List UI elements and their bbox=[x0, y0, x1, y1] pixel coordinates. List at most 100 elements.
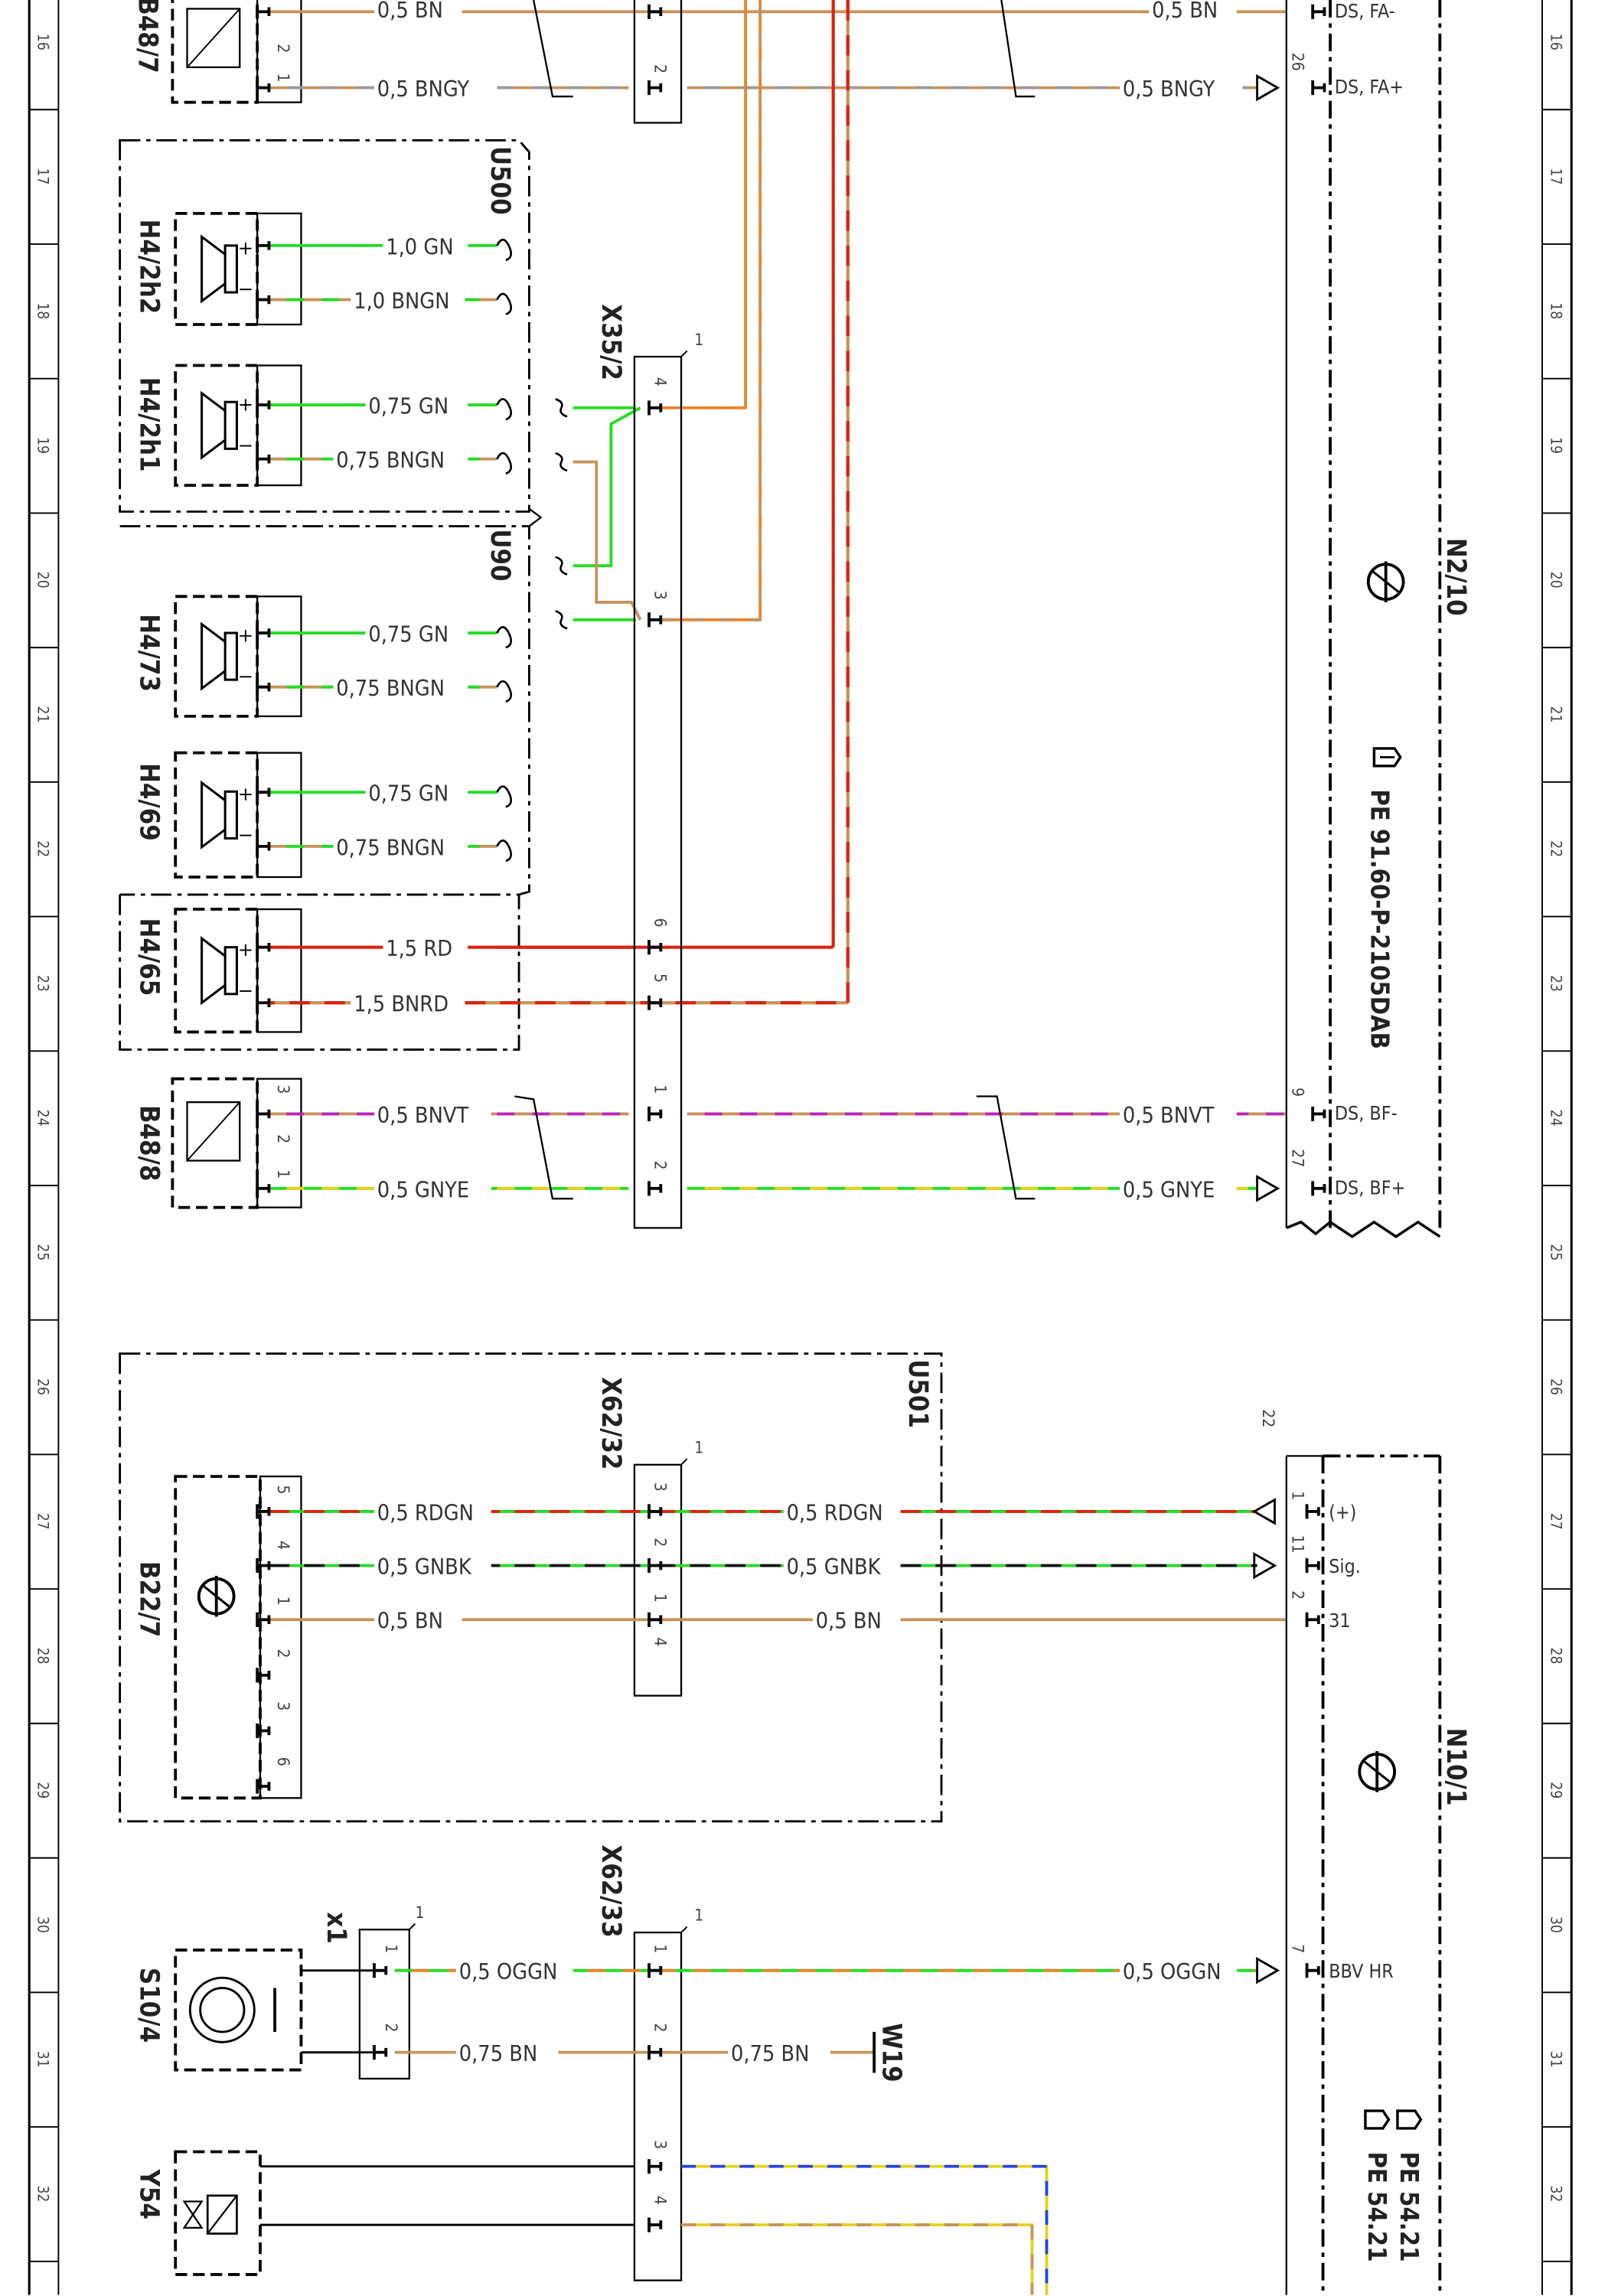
pin-3: 3 bbox=[651, 1482, 670, 1492]
wire-label: 0,5 RDGN bbox=[787, 1499, 883, 1525]
pin-terminal bbox=[256, 1612, 271, 1627]
row-number: 17 bbox=[34, 168, 52, 185]
pin-terminal bbox=[256, 1668, 271, 1683]
row-number: 27 bbox=[34, 1513, 52, 1530]
control-unit-symbol-icon bbox=[1358, 1751, 1397, 1792]
pin-terminal bbox=[1311, 4, 1326, 19]
pin-terminal bbox=[647, 1963, 663, 1978]
row-number: 28 bbox=[34, 1648, 52, 1665]
speaker-icon bbox=[174, 751, 302, 879]
row-number: 26 bbox=[1548, 1378, 1565, 1395]
b22-7-label: B22/7 bbox=[133, 1561, 164, 1637]
row-number: 25 bbox=[1548, 1244, 1565, 1261]
pin-terminal bbox=[647, 995, 663, 1010]
n2-10-label: N2/10 bbox=[1440, 538, 1471, 616]
pin-terminal bbox=[373, 1963, 388, 1978]
wire-label: 0,75 BN bbox=[459, 2040, 537, 2066]
pin-terminal bbox=[256, 1779, 271, 1794]
x35-2-connector: 1 X35/2 4 3 6 5 1 2 bbox=[595, 304, 703, 1229]
pin-terminal bbox=[256, 238, 271, 253]
pin-terminal bbox=[256, 625, 271, 641]
row-number: 24 bbox=[1548, 1110, 1565, 1127]
row-number: 22 bbox=[34, 840, 52, 857]
wire-label: 0,75 BN bbox=[731, 2040, 809, 2066]
pin-terminal bbox=[647, 1504, 663, 1519]
pin-31: 31 bbox=[1329, 1609, 1350, 1632]
wire-label: 1,5 RD bbox=[386, 935, 452, 961]
pin-2: 2 bbox=[651, 2023, 670, 2032]
wire-label: 0,5 BN bbox=[1152, 0, 1218, 23]
hand-pointer-icon bbox=[1364, 2109, 1423, 2130]
wire-label: 0,75 BNGN bbox=[336, 675, 445, 701]
wire-label: 0,5 GNYE bbox=[377, 1176, 469, 1202]
row-number: 18 bbox=[1548, 302, 1565, 319]
pin-5: 5 bbox=[651, 974, 670, 983]
pin-3: 3 bbox=[274, 1701, 293, 1711]
row-number: 25 bbox=[34, 1244, 52, 1261]
pin-6: 6 bbox=[274, 1757, 293, 1766]
pin-ds-bf-plus: DS, BF+ bbox=[1335, 1176, 1405, 1199]
row-number: 24 bbox=[34, 1110, 52, 1127]
wire-label: 1,0 GN bbox=[386, 233, 453, 259]
pin-terminal bbox=[647, 400, 663, 416]
pin-terminal bbox=[1311, 80, 1326, 96]
pin-terminal bbox=[647, 2159, 663, 2174]
row-number: 18 bbox=[34, 302, 52, 319]
pin-2: 2 bbox=[1288, 1590, 1307, 1600]
pin-26: 26 bbox=[1288, 53, 1307, 71]
wire-end-icon bbox=[496, 292, 513, 315]
h4-73-label: H4/73 bbox=[133, 614, 164, 692]
pin-1: 1 bbox=[651, 1084, 670, 1094]
wire-end-icon bbox=[496, 839, 513, 863]
pin-terminal bbox=[256, 1504, 271, 1519]
speaker-icon bbox=[174, 211, 302, 326]
wire-label: 0,5 OGGN bbox=[1123, 1958, 1221, 1985]
pin-terminal bbox=[647, 4, 663, 19]
row-number: 19 bbox=[34, 437, 52, 454]
pin-terminal bbox=[256, 1723, 271, 1738]
row-number: 29 bbox=[1548, 1782, 1565, 1799]
h4-65-group bbox=[119, 894, 520, 1051]
pin-terminal bbox=[256, 4, 271, 19]
wire-ends bbox=[496, 238, 568, 863]
wire-label: 1,0 BNGN bbox=[354, 288, 449, 314]
x62-33-connector: 1 X62/33 1 2 3 4 bbox=[595, 1844, 703, 2281]
pin-terminal bbox=[256, 784, 271, 800]
speakers bbox=[174, 211, 302, 1034]
pin-terminal bbox=[256, 292, 271, 308]
row-number: 29 bbox=[34, 1782, 52, 1799]
wire-end-icon bbox=[555, 398, 568, 418]
pin-7: 7 bbox=[1288, 1944, 1307, 1953]
pin-2: 2 bbox=[274, 44, 293, 53]
pin-2: 2 bbox=[382, 2023, 401, 2032]
u90-group: U90 bbox=[119, 507, 543, 896]
pin-terminal bbox=[1305, 1558, 1320, 1574]
pin-ds-fa-plus: DS, FA+ bbox=[1335, 76, 1404, 98]
h4-65-label: H4/65 bbox=[133, 918, 164, 996]
b48-7-wires: 0,5 BN 0,5 BNGY 0,5 BN 0,5 BNGY bbox=[269, 0, 1287, 102]
x62-32-connector: 1 X62/32 3 2 1 4 bbox=[595, 1377, 703, 1697]
pin-2: 2 bbox=[651, 64, 670, 73]
pin-terminal bbox=[1305, 1612, 1320, 1627]
wire-label: 0,5 BN bbox=[377, 1608, 443, 1634]
n10-1-label: N10/1 bbox=[1440, 1728, 1471, 1806]
wire-label: 0,5 OGGN bbox=[459, 1958, 558, 1985]
b48-8-label: B48/8 bbox=[133, 1105, 164, 1181]
pin-terminal bbox=[1311, 1106, 1326, 1121]
pin-2: 2 bbox=[651, 1538, 670, 1547]
n10-1-control-unit: 22 1 11 2 7 (+) Sig. 31 BBV HR N10/1 PE … bbox=[1259, 1409, 1471, 2295]
pin-2: 2 bbox=[274, 1134, 293, 1143]
s10-4-switch: S10/4 bbox=[133, 1949, 383, 2072]
x1-connector: 1 x1 1 2 bbox=[321, 1903, 424, 2080]
pin-1: 1 bbox=[274, 1596, 293, 1606]
wire-label: 0,75 BNGN bbox=[336, 447, 445, 473]
speaker-icon bbox=[174, 908, 302, 1034]
frame bbox=[28, 0, 1573, 2295]
pin-terminal bbox=[256, 1106, 271, 1121]
pin-terminal bbox=[256, 397, 271, 413]
pin-2: 2 bbox=[651, 1161, 670, 1170]
h4-2h2-label: H4/2h2 bbox=[133, 220, 164, 315]
row-number: 23 bbox=[34, 975, 52, 992]
